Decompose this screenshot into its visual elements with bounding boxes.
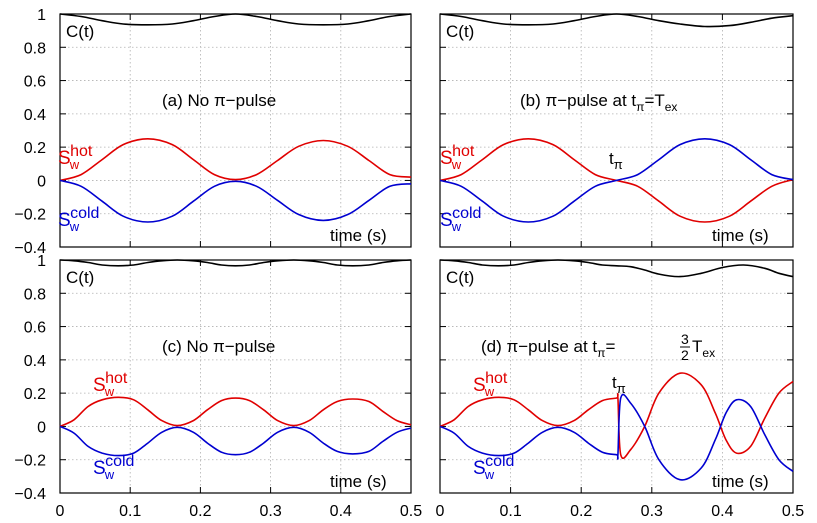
panel-d-labels: C(t) (d) π−pulse at tπ= 3 2 Tex Swhot Sw… bbox=[446, 268, 769, 491]
x-tick-label: 0.1 bbox=[119, 503, 141, 520]
y-tick-label: 0.4 bbox=[24, 353, 46, 370]
x-tick-label: 0.3 bbox=[641, 503, 663, 520]
panel-c-labels: C(t) (c) No π−pulse Swhot Swcold time (s… bbox=[66, 268, 387, 491]
x-tick-label: 0 bbox=[56, 503, 65, 520]
plot-frame bbox=[439, 259, 794, 494]
x-tick-label: 0.4 bbox=[711, 503, 733, 520]
y-tick-label: 0.6 bbox=[24, 74, 46, 91]
panel-d-ctitle: C(t) bbox=[446, 268, 474, 287]
panel-d-tpi-marker: tπ bbox=[612, 373, 626, 396]
panel-c-caption: (c) No π−pulse bbox=[162, 337, 275, 356]
plot-frame bbox=[59, 13, 412, 248]
panel-b-tpi-marker: tπ bbox=[609, 149, 623, 172]
y-tick-label: −0.4 bbox=[14, 240, 46, 257]
panel-c-ctitle: C(t) bbox=[66, 268, 94, 287]
panel-b-ctitle: C(t) bbox=[446, 22, 474, 41]
y-tick-label: −0.2 bbox=[14, 453, 46, 470]
series-hot-line bbox=[439, 372, 794, 460]
x-tick-label: 0.4 bbox=[330, 503, 352, 520]
series-C-line bbox=[59, 259, 412, 267]
panel-a-caption: (a) No π−pulse bbox=[162, 91, 276, 110]
y-tick-label: 0.8 bbox=[24, 286, 46, 303]
panel-a-ctitle: C(t) bbox=[66, 22, 94, 41]
series-cold-line bbox=[59, 179, 412, 223]
y-tick-label: −0.2 bbox=[14, 207, 46, 224]
y-tick-label: 0 bbox=[37, 173, 46, 190]
panel-b-xlabel: time (s) bbox=[712, 226, 769, 245]
series-hot-line bbox=[59, 396, 412, 428]
panel-d-scold-label: Swcold bbox=[473, 453, 514, 482]
panel-c-shot-label: Swhot bbox=[93, 370, 128, 399]
series-hot-line bbox=[59, 138, 412, 182]
panel-d-frac-num: 3 bbox=[681, 331, 689, 347]
panel-b-shot-label: Swhot bbox=[440, 143, 475, 172]
x-tick-label: 0.3 bbox=[259, 503, 281, 520]
plot-frame bbox=[439, 13, 794, 248]
panel-d-xlabel: time (s) bbox=[712, 472, 769, 491]
y-tick-label: 0.6 bbox=[24, 320, 46, 337]
series-C-line bbox=[439, 259, 794, 278]
y-tick-label: 1 bbox=[37, 7, 46, 24]
panel-a-xlabel: time (s) bbox=[330, 226, 387, 245]
panel-d-frac-den: 2 bbox=[681, 347, 689, 363]
y-tick-label: 1 bbox=[37, 253, 46, 270]
y-tick-label: 0.4 bbox=[24, 107, 46, 124]
panel-b-scold-label: Swcold bbox=[440, 205, 481, 234]
panel-d-shot-label: Swhot bbox=[473, 370, 508, 399]
panel-d-caption-tail: Tex bbox=[692, 337, 715, 360]
x-tick-label: 0.5 bbox=[782, 503, 804, 520]
panel-c-xlabel: time (s) bbox=[330, 472, 387, 491]
x-tick-label: 0 bbox=[436, 503, 445, 520]
series-cold-line bbox=[59, 425, 412, 457]
series-C-line bbox=[59, 13, 412, 26]
panel-a-scold-label: Swcold bbox=[58, 205, 99, 234]
panel-a-shot-label: Swhot bbox=[58, 143, 93, 172]
y-tick-label: 0 bbox=[37, 419, 46, 436]
y-tick-label: 0.2 bbox=[24, 140, 46, 157]
series-C-line bbox=[439, 13, 794, 28]
panel-b bbox=[439, 13, 794, 248]
panel-b-caption: (b) π−pulse at tπ=Tex bbox=[520, 91, 677, 114]
panel-a-labels: C(t) (a) No π−pulse Swhot Swcold time (s… bbox=[58, 22, 387, 245]
x-tick-label: 0.1 bbox=[499, 503, 521, 520]
y-tick-label: 0.2 bbox=[24, 386, 46, 403]
panel-a: 1 0.8 0.6 0.4 0.2 0 −0.2 −0.4 bbox=[14, 7, 412, 257]
x-tick-label: 0.2 bbox=[189, 503, 211, 520]
y-tick-label: −0.4 bbox=[14, 486, 46, 503]
series-cold-line bbox=[439, 138, 794, 223]
panel-b-labels: C(t) (b) π−pulse at tπ=Tex Swhot Swcold … bbox=[440, 22, 769, 245]
x-tick-label: 0.5 bbox=[400, 503, 422, 520]
panel-c-scold-label: Swcold bbox=[93, 453, 134, 482]
panel-c: 1 0.8 0.6 0.4 0.2 0 −0.2 −0.4 0 0.1 0.2 0.3 0.4 0.5 bbox=[14, 253, 422, 520]
series-cold-line bbox=[439, 393, 794, 481]
panel-d: 0 0.1 0.2 0.3 0.4 0.5 bbox=[436, 259, 804, 520]
x-tick-label: 0.2 bbox=[570, 503, 592, 520]
plot-frame bbox=[59, 259, 412, 494]
panel-d-caption: (d) π−pulse at tπ= bbox=[481, 337, 615, 360]
y-tick-label: 0.8 bbox=[24, 40, 46, 57]
